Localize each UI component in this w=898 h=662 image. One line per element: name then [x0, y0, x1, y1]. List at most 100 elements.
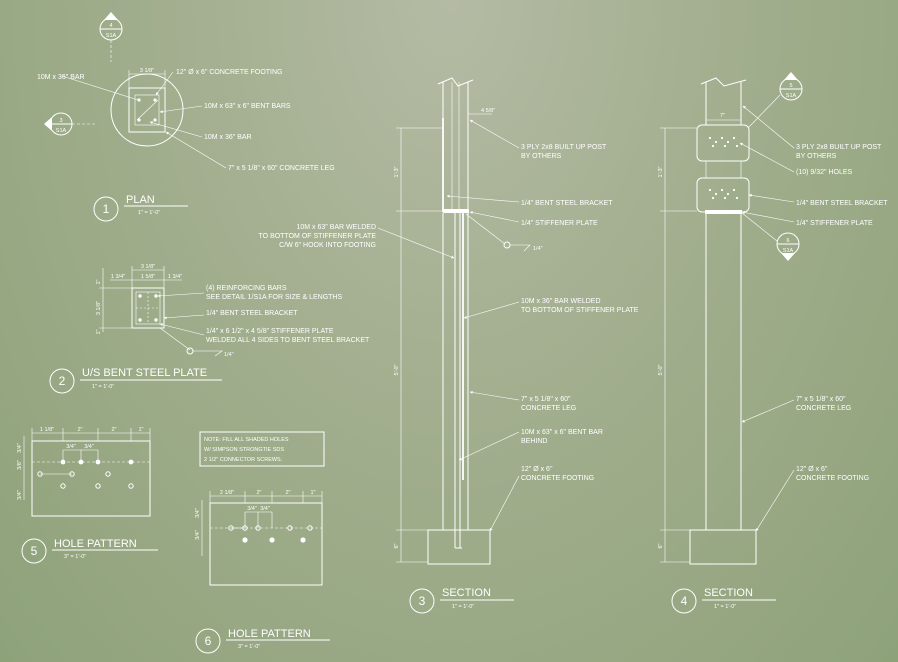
title-plan: 1 PLAN 1" = 1'-0": [93, 194, 188, 222]
svg-text:1/4" x 6 1/2" x 4 5/8" STIFFEN: 1/4" x 6 1/2" x 4 5/8" STIFFENER PLATE: [206, 328, 334, 335]
svg-text:PLAN: PLAN: [126, 194, 155, 206]
svg-text:1: 1: [103, 202, 110, 216]
svg-text:5'-0": 5'-0": [658, 364, 664, 375]
svg-text:1/4": 1/4": [224, 352, 234, 358]
svg-text:BEHIND: BEHIND: [521, 438, 547, 445]
svg-text:10M x 36" BAR: 10M x 36" BAR: [204, 134, 252, 141]
section-tag-top: 4 S1A: [99, 12, 123, 41]
svg-text:3/4": 3/4": [260, 506, 270, 512]
svg-text:1/4" STIFFENER PLATE: 1/4" STIFFENER PLATE: [521, 220, 598, 227]
svg-text:SECTION: SECTION: [704, 587, 753, 599]
section-tag-4: 5 S1A: [779, 72, 803, 101]
svg-text:1/4" BENT STEEL BRACKET: 1/4" BENT STEEL BRACKET: [796, 200, 888, 207]
svg-text:3 PLY 2x8 BUILT UP POST: 3 PLY 2x8 BUILT UP POST: [521, 144, 607, 151]
svg-text:3/4": 3/4": [17, 443, 23, 453]
svg-text:7" x 5 1/8" x 60": 7" x 5 1/8" x 60": [521, 396, 571, 403]
detail-plan: 4 S1A 3 S1A 3 1/8" 10M: [37, 12, 335, 222]
svg-text:CONCRETE FOOTING: CONCRETE FOOTING: [796, 475, 869, 482]
note-box: NOTE: FILL ALL SHADED HOLES W/ SIMPSON S…: [199, 431, 325, 467]
hole-group-upper: [708, 136, 739, 148]
svg-text:1/4": 1/4": [533, 246, 543, 252]
svg-text:(10) 9/32" HOLES: (10) 9/32" HOLES: [796, 169, 853, 176]
svg-text:BY OTHERS: BY OTHERS: [796, 153, 837, 160]
plate-outline-5: [31, 440, 151, 517]
svg-text:HOLE PATTERN: HOLE PATTERN: [228, 628, 311, 640]
svg-text:7": 7": [720, 113, 725, 119]
svg-text:BY OTHERS: BY OTHERS: [521, 153, 562, 160]
svg-text:TO BOTTOM OF STIFFENER PLATE: TO BOTTOM OF STIFFENER PLATE: [259, 233, 377, 240]
svg-text:2 1/2" CONNECTOR SCREWS.: 2 1/2" CONNECTOR SCREWS.: [204, 457, 283, 463]
svg-text:12" Ø x 6" CONCRETE FOOTING: 12" Ø x 6" CONCRETE FOOTING: [176, 69, 282, 76]
svg-text:2": 2": [111, 427, 116, 433]
detail-hole-pattern-5: 1 1/8" 2" 2" 1" 3/4" 3/4" 3/4" 3/8" 3/4"…: [17, 427, 158, 564]
svg-text:3/4": 3/4": [247, 506, 257, 512]
svg-text:3: 3: [59, 118, 62, 124]
svg-text:C/W 6" HOOK INTO FOOTING: C/W 6" HOOK INTO FOOTING: [279, 242, 376, 249]
svg-text:1/4" BENT STEEL BRACKET: 1/4" BENT STEEL BRACKET: [206, 310, 298, 317]
concrete-leg-plan: [128, 87, 166, 133]
svg-text:10M x 36" BAR WELDED: 10M x 36" BAR WELDED: [521, 298, 601, 305]
svg-text:4 5/8": 4 5/8": [481, 108, 495, 114]
svg-text:10M x 63" BAR WELDED: 10M x 63" BAR WELDED: [296, 224, 376, 231]
svg-text:HOLE PATTERN: HOLE PATTERN: [54, 538, 137, 550]
plate-outline-6: [209, 502, 323, 586]
svg-text:1" = 1'-0": 1" = 1'-0": [714, 604, 736, 610]
svg-text:5'-0": 5'-0": [394, 364, 400, 375]
svg-text:12" Ø x 6": 12" Ø x 6": [796, 466, 828, 473]
svg-text:SEE DETAIL 1/S1A FOR SIZE & LE: SEE DETAIL 1/S1A FOR SIZE & LENGTHS: [206, 294, 342, 301]
svg-text:1'-3": 1'-3": [658, 166, 664, 177]
footing-section-3: [427, 529, 491, 565]
svg-text:10M x 63" x 6" BENT BAR: 10M x 63" x 6" BENT BAR: [521, 429, 603, 436]
svg-text:3/4": 3/4": [195, 508, 201, 518]
svg-text:1/4" BENT STEEL BRACKET: 1/4" BENT STEEL BRACKET: [521, 200, 613, 207]
svg-text:1": 1": [96, 329, 102, 334]
svg-text:7" x 5 1/8" x 60": 7" x 5 1/8" x 60": [796, 396, 846, 403]
svg-text:6: 6: [205, 634, 212, 648]
section-tag-6: 6 S1A: [776, 232, 800, 261]
svg-text:1" = 1'-0": 1" = 1'-0": [452, 604, 474, 610]
section-tag-left: 3 S1A: [44, 112, 73, 136]
title-bent-plate: 2 U/S BENT STEEL PLATE 1" = 1'-0": [49, 367, 222, 394]
svg-text:10M x 63" x 6" BENT BARS: 10M x 63" x 6" BENT BARS: [204, 103, 291, 110]
svg-text:1'-3": 1'-3": [394, 166, 400, 177]
svg-text:CONCRETE LEG: CONCRETE LEG: [521, 405, 576, 412]
svg-text:6": 6": [658, 543, 664, 548]
svg-text:1 3/4": 1 3/4": [111, 274, 125, 280]
svg-text:S1A: S1A: [56, 128, 67, 134]
svg-text:1/4" STIFFENER PLATE: 1/4" STIFFENER PLATE: [796, 220, 873, 227]
svg-text:TO BOTTOM OF STIFFENER PLATE: TO BOTTOM OF STIFFENER PLATE: [521, 307, 639, 314]
svg-text:2": 2": [285, 490, 290, 496]
svg-text:(4) REINFORCING BARS: (4) REINFORCING BARS: [206, 285, 287, 292]
bent-plate-outline: [131, 287, 165, 329]
svg-text:SECTION: SECTION: [442, 587, 491, 599]
svg-text:10M x 36" BAR: 10M x 36" BAR: [37, 74, 85, 81]
svg-text:3 1/8": 3 1/8": [140, 68, 154, 74]
svg-text:3 1/8": 3 1/8": [141, 264, 155, 270]
detail-bent-plate: 3 1/8" 1 3/4" 1 5/8" 1 3/4" 1" 3 1/8" 1"…: [49, 264, 370, 394]
detail-section-4: 5 S1A 7": [658, 72, 888, 614]
title-hole-pattern-6: 6 HOLE PATTERN 3" = 1'-0": [195, 628, 330, 654]
svg-text:1 3/4": 1 3/4": [168, 274, 182, 280]
svg-text:3/4": 3/4": [84, 444, 94, 450]
title-section-3: 3 SECTION 1" = 1'-0": [409, 587, 514, 614]
svg-text:3/4": 3/4": [66, 444, 76, 450]
detail-section-3: 4 5/8" 1'-3" 5'-0" 6" 1/4" 3 PLY 2x8 BUI…: [259, 77, 639, 614]
svg-text:3" = 1'-0": 3" = 1'-0": [238, 644, 260, 650]
svg-text:1" = 1'-0": 1" = 1'-0": [138, 210, 160, 216]
svg-text:3" = 1'-0": 3" = 1'-0": [64, 554, 86, 560]
svg-text:6": 6": [394, 543, 400, 548]
svg-text:2": 2": [77, 427, 82, 433]
title-hole-pattern-5: 5 HOLE PATTERN 3" = 1'-0": [21, 538, 158, 564]
svg-text:CONCRETE LEG: CONCRETE LEG: [796, 405, 851, 412]
svg-text:3/8": 3/8": [17, 460, 23, 470]
svg-text:5: 5: [31, 544, 38, 558]
svg-text:S1A: S1A: [783, 248, 794, 254]
svg-text:1": 1": [96, 279, 102, 284]
svg-text:W/ SIMPSON STRONGTIE SDS: W/ SIMPSON STRONGTIE SDS: [204, 447, 284, 453]
svg-text:3/4": 3/4": [195, 530, 201, 540]
title-section-4: 4 SECTION 1" = 1'-0": [671, 587, 776, 614]
svg-text:6: 6: [786, 238, 789, 244]
svg-text:5: 5: [789, 83, 792, 89]
svg-text:7" x 5 1/8" x 60" CONCRETE LEG: 7" x 5 1/8" x 60" CONCRETE LEG: [228, 165, 335, 172]
